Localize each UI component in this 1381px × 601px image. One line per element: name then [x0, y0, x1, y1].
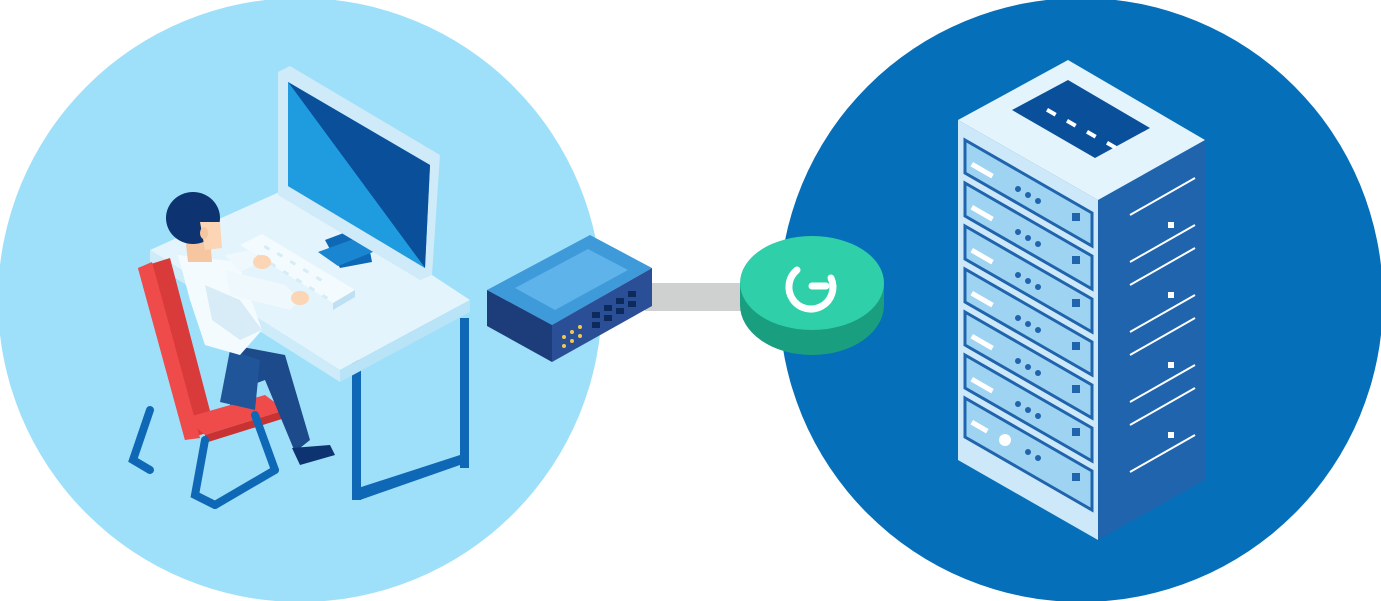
person-user	[166, 192, 335, 465]
server-drawer	[963, 395, 1094, 513]
network-cable	[645, 283, 750, 311]
server-drawer	[963, 180, 1094, 292]
server-drawer	[963, 352, 1094, 464]
workstation-group	[128, 66, 652, 509]
power-button[interactable]	[740, 236, 884, 355]
server-side-handles	[1129, 177, 1196, 473]
office-chair	[128, 258, 285, 509]
power-icon	[785, 266, 837, 313]
network-switch	[487, 235, 652, 362]
server-drawer	[963, 223, 1094, 335]
server-rack	[958, 60, 1205, 540]
server-drawer	[963, 137, 1094, 249]
server-drawer	[963, 266, 1094, 378]
server-top-panel	[1012, 80, 1150, 158]
computer-monitor	[278, 66, 440, 280]
server-drawer	[963, 309, 1094, 421]
server-drawers	[963, 137, 1094, 513]
